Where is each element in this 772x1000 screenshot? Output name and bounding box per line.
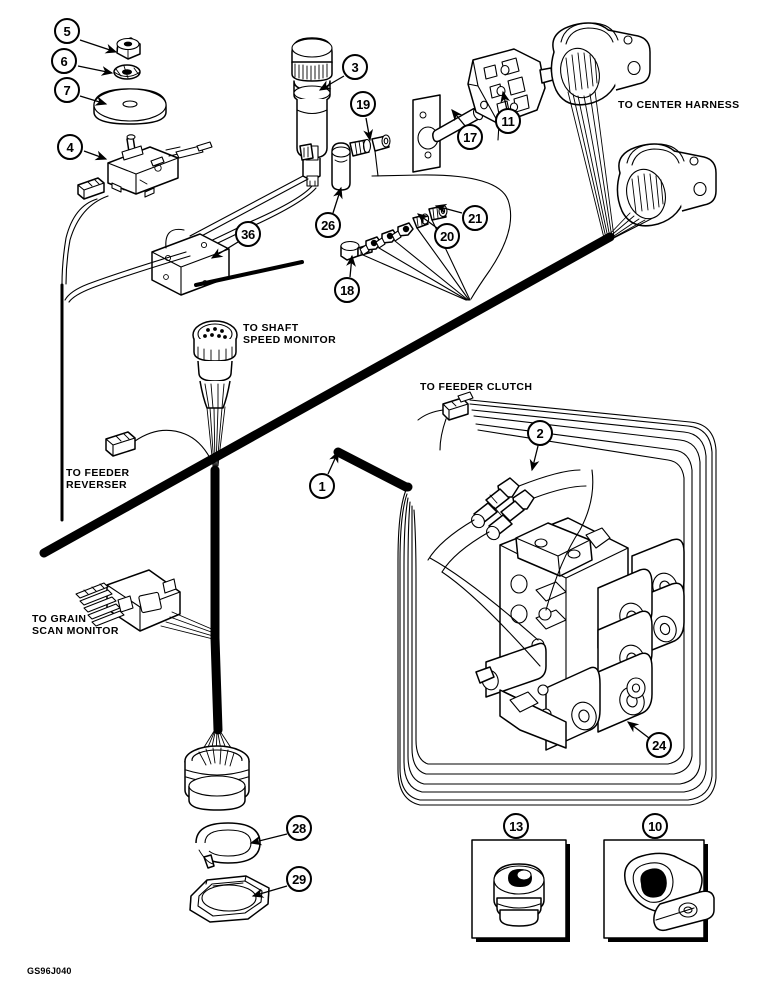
callout-29: 29 xyxy=(286,866,312,892)
callout-24: 24 xyxy=(646,732,672,758)
callout-28: 28 xyxy=(286,815,312,841)
terminal-sleeve-item19 xyxy=(349,138,372,157)
lock-washer-item6 xyxy=(113,64,141,80)
callout-24-leader xyxy=(626,721,650,739)
callout-4: 4 xyxy=(57,134,83,160)
callout-13: 13 xyxy=(503,813,529,839)
callout-6: 6 xyxy=(51,48,77,74)
wire-connector-block-to-trunk xyxy=(371,174,512,300)
control-valve-stack-item24 xyxy=(429,469,685,751)
flat-washer-disc-item7 xyxy=(93,88,167,125)
toggle-switch-item4 xyxy=(107,134,213,198)
inset-box-13 xyxy=(471,839,570,942)
callout-26-leader xyxy=(332,186,343,214)
flat-connector-grain-scan-monitor xyxy=(75,569,215,640)
callout-36-leader xyxy=(210,241,239,259)
round-connector-shaft-speed-monitor xyxy=(192,320,238,467)
callout-18-leader xyxy=(346,254,356,278)
label-to-shaft-speed-monitor: TO SHAFT SPEED MONITOR xyxy=(243,322,337,346)
ring-terminals-fan-items20-21 xyxy=(359,204,471,301)
label-to-feeder-clutch: TO FEEDER CLUTCH xyxy=(420,381,533,393)
callout-1: 1 xyxy=(309,473,335,499)
callout-7: 7 xyxy=(54,77,80,103)
callout-17: 17 xyxy=(457,124,483,150)
hex-lock-nut-item29 xyxy=(189,875,270,923)
label-to-feeder-reverser: TO FEEDER REVERSER xyxy=(66,467,130,491)
mounting-bracket-pin-item17 xyxy=(412,94,484,173)
grommet-item13 xyxy=(493,863,545,927)
callout-19: 19 xyxy=(350,91,376,117)
label-to-grain-scan-monitor: TO GRAIN SCAN MONITOR xyxy=(32,613,119,637)
callout-7-leader xyxy=(79,95,108,106)
round-connector-center-harness-lower xyxy=(605,143,717,241)
bullet-terminal-pair xyxy=(371,134,391,177)
callout-1-leader xyxy=(327,450,339,475)
callout-18: 18 xyxy=(334,277,360,303)
callout-4-leader xyxy=(83,150,108,161)
connector-block-item11 xyxy=(467,48,554,141)
callout-2: 2 xyxy=(527,420,553,446)
round-connector-bottom xyxy=(184,727,250,811)
callout-21: 21 xyxy=(462,205,488,231)
spade-terminals-top xyxy=(299,143,314,161)
inset-box-10 xyxy=(603,839,715,942)
callout-2-leader xyxy=(529,445,540,472)
callout-19-leader xyxy=(363,117,373,142)
callout-20-leader xyxy=(416,213,438,229)
callout-36: 36 xyxy=(235,221,261,247)
drawing-number: GS96J040 xyxy=(27,966,72,976)
callout-29-leader xyxy=(251,885,288,898)
callout-20: 20 xyxy=(434,223,460,249)
spade-plug-near-switch xyxy=(77,177,105,200)
label-to-center-harness: TO CENTER HARNESS xyxy=(618,99,740,111)
diode-connector-item2 xyxy=(427,469,587,573)
valve-wire-loops xyxy=(397,399,717,806)
spade-connector-feeder-clutch xyxy=(417,391,474,451)
retaining-ring-item28 xyxy=(195,822,261,869)
callout-11-leader xyxy=(500,90,511,111)
callout-5-leader xyxy=(79,39,118,54)
main-harness-trunk xyxy=(39,232,615,735)
cable-clamp-item10 xyxy=(624,852,715,932)
callout-3: 3 xyxy=(342,54,368,80)
round-connector-center-harness-upper xyxy=(550,22,651,239)
callout-28-leader xyxy=(249,833,288,846)
callout-26: 26 xyxy=(315,212,341,238)
callout-21-leader xyxy=(434,203,463,214)
callout-3-leader xyxy=(318,75,345,91)
spade-connector-feeder-reverser xyxy=(105,429,211,459)
callout-10: 10 xyxy=(642,813,668,839)
callout-11: 11 xyxy=(495,108,521,134)
left-wire-bundle xyxy=(61,195,191,303)
callout-5: 5 xyxy=(54,18,80,44)
callout-6-leader xyxy=(77,65,114,76)
